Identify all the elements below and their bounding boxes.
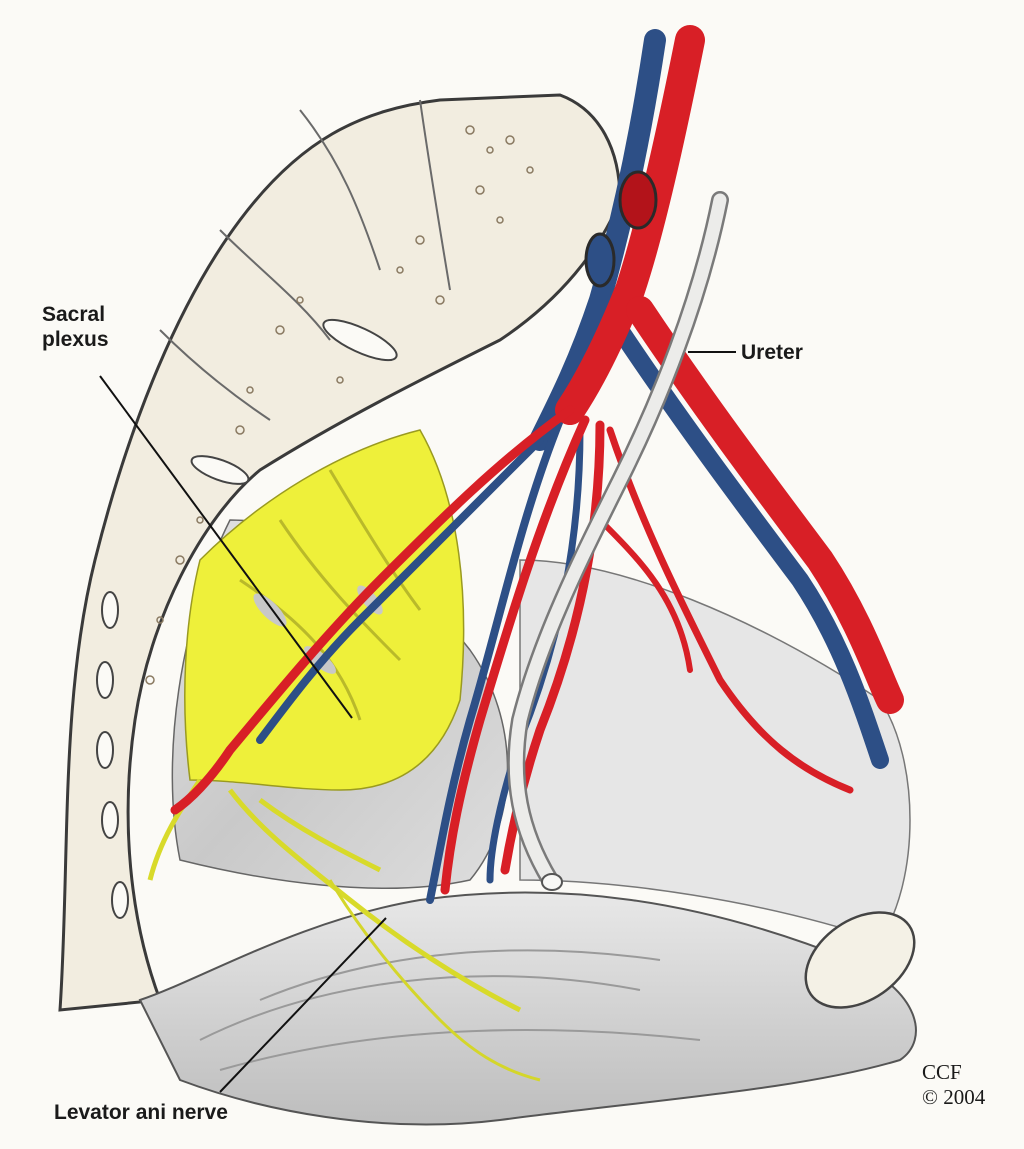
iliac-vessel-cross-section bbox=[618, 170, 658, 230]
sacral-plexus-leader-line bbox=[99, 375, 353, 719]
pelvic-arteries bbox=[170, 25, 904, 895]
credit-line2: © 2004 bbox=[922, 1085, 986, 1109]
copyright-credit: CCF © 2004 bbox=[922, 1060, 985, 1110]
pelvic-floor-muscles bbox=[138, 519, 917, 1126]
levator-ani-nerve-leader-line bbox=[219, 917, 387, 1093]
iliac-vein-cross-section bbox=[584, 232, 616, 288]
ureter-label: Ureter bbox=[741, 341, 803, 364]
sacral-plexus-label: Sacral plexus bbox=[42, 302, 109, 352]
levator-ani-nerve-label: Levator ani nerve bbox=[54, 1101, 228, 1124]
sacral-plexus-label-line2: plexus bbox=[42, 328, 109, 351]
label-leader-lines bbox=[99, 351, 736, 1093]
credit-line1: CCF bbox=[922, 1060, 962, 1084]
sacral-plexus-label-line1: Sacral bbox=[42, 303, 106, 326]
ureter bbox=[507, 191, 729, 891]
levator-ani-nerve-branch bbox=[328, 879, 541, 1082]
